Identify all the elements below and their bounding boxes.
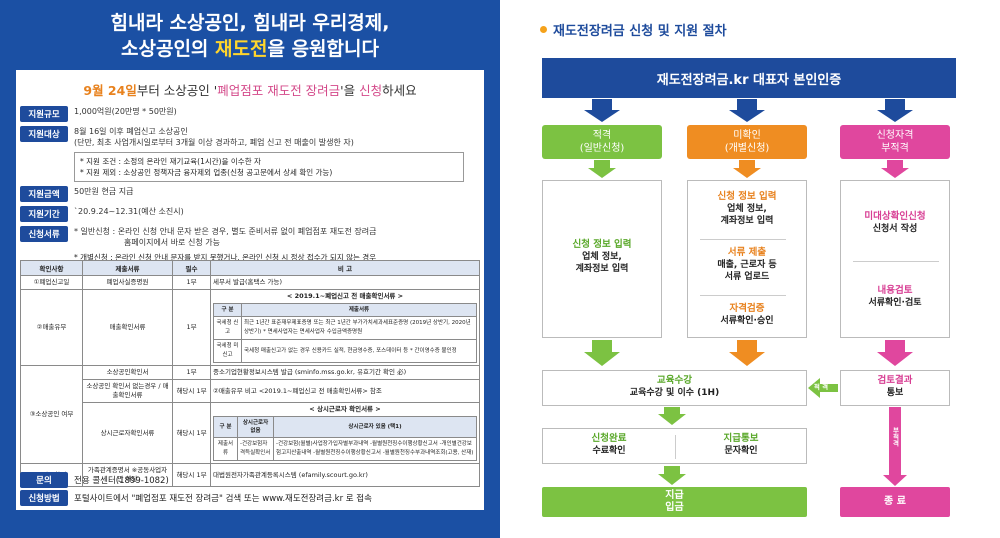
arrow-down-icon [877,340,913,366]
bullet-dot-icon [540,26,547,33]
disqualified-label: 부적격 [891,427,899,447]
table-row: ①폐업신고일 폐업사실증명원 1부 세무서 발급(홈택스 가능) [20,275,480,290]
row-scale: 지원규모 1,000억원(20만명 * 50만원) [20,106,480,122]
payment-step: 지급 입금 [542,487,807,517]
completion-step: 신청완료 수료확인 지급통보 문자확인 [542,428,807,464]
poster-card: 9월 24일부터 소상공인 '폐업점포 재도전 장려금'을 신청하세요 지원규모… [16,70,484,510]
arrow-down-icon [588,160,616,178]
table-row: ②매출유무 매출확인서류 1부 < 2019.1~폐업신고 전 매출확인서류 >… [20,289,480,366]
individual-apply-note: * 개별신청 : 온라인 신청 안내 문자를 받지 못했거나, 온라인 신청 시… [74,253,377,262]
arrow-shaft-icon [889,407,901,475]
condition-box: * 지원 조건 : 소정의 온라인 재기교육(1시간)을 이수한 자 * 지원 … [74,152,464,182]
ineligible-column: 미대상확인신청 신청서 작성 내용검토 서류확인·검토 [840,180,950,338]
auth-banner: 재도전장려금.kr 대표자 본인인증 [542,58,956,98]
arrow-down-icon [584,99,620,122]
arrow-down-icon [729,340,765,366]
card-title: 9월 24일부터 소상공인 '폐업점포 재도전 장려금'을 신청하세요 [83,83,417,98]
arrow-down-icon [883,475,907,486]
arrow-down-icon [881,160,909,178]
education-step: 교육수강 교육수강 및 이수 (1H) [542,370,807,406]
eligible-header: 적격(일반신청) [542,125,662,159]
row-amount: 지원금액 50만원 현금 지급 [20,186,480,202]
flowchart-title: 재도전장려금 신청 및 지원 절차 [540,20,727,39]
table-row: ③소상공인 여부 소상공인확인서 1부 중소기업현황정보시스템 발급 (smin… [20,365,480,464]
required-docs-table: 확인사항 제출서류 필수 비 고 ①폐업신고일 폐업사실증명원 1부 세무서 발… [20,260,480,487]
review-result-step: 검토결과 통보 [840,370,950,406]
info-rows: 지원규모 1,000억원(20만명 * 50만원) 지원대상 8월 16일 이후… [20,106,480,263]
contact-row: 문의 전용 콜센터(1899-1082) [20,472,480,488]
arrow-left-icon [808,378,838,398]
arrow-down-icon [658,466,686,485]
table-row: ④가족확인 가족관계증명서 ※공동사업자만 해당 해당시 1부 대법원전자가족관… [20,463,480,487]
arrow-down-icon [877,99,913,122]
qualified-label: 적 격 [813,383,829,391]
flow-arrows [584,99,913,486]
flowchart-panel: 재도전장려금 신청 및 지원 절차 재도전장려금.kr 대표자 본인인증 적 격… [500,0,1000,538]
arrow-down-icon [733,160,761,178]
apply-method-row: 신청방법 포털사이트에서 "폐업점포 재도전 장려금" 검색 또는 www.재도… [20,490,480,506]
arrow-down-icon [658,407,686,425]
table-row: 소상공인 확인서 없는경우 / 매출확인서류 해당시 1부 ②매출유무 비고 <… [21,379,480,403]
row-documents: 신청서류 * 일반신청 : 온라인 신청 안내 문자 받은 경우, 별도 준비서… [20,226,480,248]
unverified-header: 미확인(개별신청) [687,125,807,159]
arrow-down-icon [729,99,765,122]
eligible-column: 신청 정보 입력 업체 정보, 계좌정보 입력 [542,180,662,338]
unverified-column: 신청 정보 입력 업체 정보, 계좌정보 입력 서류 제출 매출, 근로자 등 … [687,180,807,338]
poster-panel: 힘내라 소상공인, 힘내라 우리경제, 소상공인의 재도전을 응원합니다 9월 … [0,0,500,538]
row-period: 지원기간 `20.9.24~12.31(예산 소진시) [20,206,480,222]
poster-headline: 힘내라 소상공인, 힘내라 우리경제, 소상공인의 재도전을 응원합니다 [0,10,500,62]
headline-line-1: 힘내라 소상공인, 힘내라 우리경제, [110,12,390,34]
arrow-down-icon [584,340,620,366]
row-target: 지원대상 8월 16일 이후 폐업신고 소상공인 (단만, 최초 사업개시일로부… [20,126,480,148]
headline-line-2: 소상공인의 재도전을 응원합니다 [121,38,379,60]
end-step: 종 료 [840,487,950,517]
